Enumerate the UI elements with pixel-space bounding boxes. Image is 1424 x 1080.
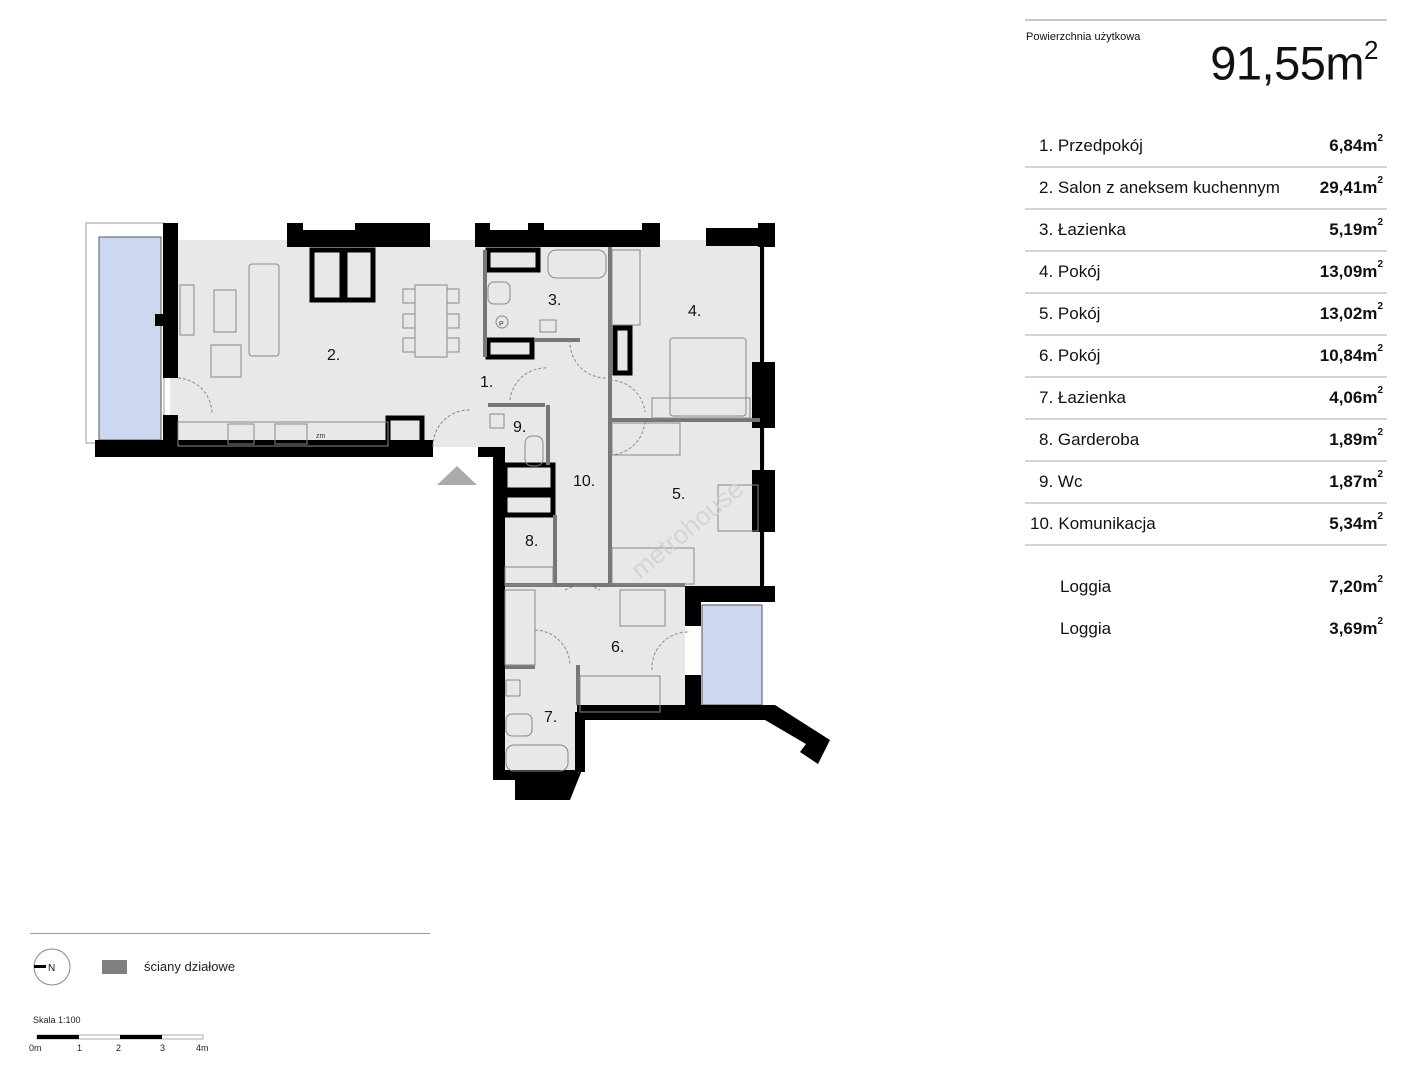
room-area: 4,06m2 [1329,385,1383,407]
total-value: 91,55m [1210,36,1365,90]
room-label-7: 7. [544,709,557,726]
room-name: 1. Przedpokój [1039,136,1143,155]
room-area: 6,84m2 [1329,133,1383,155]
room-area: 29,41m2 [1319,175,1383,197]
room-row: 3. Łazienka 5,19m2 [1025,210,1387,252]
room-row: 1. Przedpokój 6,84m2 [1025,126,1387,168]
entrance-arrow-icon [437,466,477,485]
loggia-right [701,604,763,706]
room-name: 4. Pokój [1039,262,1101,281]
bathroom-mark: P [499,321,504,328]
room-row: 7. Łazienka 4,06m2 [1025,378,1387,420]
room-name: 5. Pokój [1039,304,1101,323]
room-row: 10. Komunikacja 5,34m2 [1025,504,1387,546]
loggia-name: Loggia [1060,619,1112,638]
scale-tick-4: 4m [196,1043,209,1053]
room-name: 10. Komunikacja [1030,514,1156,533]
room-row: 4. Pokój 13,09m2 [1025,252,1387,294]
room-label-3: 3. [548,292,561,309]
room-label-9: 9. [513,419,526,436]
room-label-5: 5. [672,486,685,503]
compass-north-label: N [48,963,55,974]
loggia-area: 7,20m2 [1329,574,1383,596]
room-area: 5,19m2 [1329,217,1383,239]
room-name: 6. Pokój [1039,346,1101,365]
room-area: 13,02m2 [1319,301,1383,323]
room-label-10: 10. [573,473,595,490]
room-name: 3. Łazienka [1039,220,1126,239]
room-label-6: 6. [611,639,624,656]
room-row: 6. Pokój 10,84m2 [1025,336,1387,378]
room-area: 5,34m2 [1329,511,1383,533]
scale-tick-2: 2 [116,1043,121,1053]
scale-label: Skala 1:100 [33,1015,81,1025]
room-label-8: 8. [525,533,538,550]
scale-tick-1: 1 [77,1043,82,1053]
scale-tick-3: 3 [160,1043,165,1053]
room-area-list: 1. Przedpokój 6,84m2 2. Salon z aneksem k… [1025,126,1387,546]
total-exponent: 2 [1364,35,1378,65]
room-label-2: 2. [327,347,340,364]
loggia-left [98,236,162,441]
compass-needle [34,965,46,968]
door-swings [177,339,691,671]
loggia-row: Loggia 3,69m2 [1025,616,1387,639]
furniture [177,249,759,772]
loggia-name: Loggia [1060,577,1112,596]
room-row: 8. Garderoba 1,89m2 [1025,420,1387,462]
room-name: 8. Garderoba [1039,430,1140,449]
header-divider [1025,19,1387,21]
room-row: 2. Salon z aneksem kuchennym 29,41m2 [1025,168,1387,210]
room-row: 5. Pokój 13,02m2 [1025,294,1387,336]
rooms-floor [480,240,765,772]
room-area: 1,87m2 [1329,469,1383,491]
scale-bar [36,1034,204,1040]
partition-legend-label: ściany działowe [144,959,235,974]
usable-area-total: 91,55m2 [1210,24,1378,94]
room-name: 7. Łazienka [1039,388,1126,407]
room-area: 10,84m2 [1319,343,1383,365]
room-area: 1,89m2 [1329,427,1383,449]
room-area: 13,09m2 [1319,259,1383,281]
room-name: 2. Salon z aneksem kuchennym [1039,178,1280,197]
room-label-4: 4. [688,303,701,320]
kitchen-fridge-mark: zm [316,433,326,440]
room-name: 9. Wc [1039,472,1083,491]
room-2-floor [170,240,482,447]
loggia-area: 3,69m2 [1329,616,1383,638]
legend-divider [30,933,430,934]
room-row: 9. Wc 1,87m2 [1025,462,1387,504]
loggia-row: Loggia 7,20m2 [1025,574,1387,597]
partition-swatch [102,960,127,974]
scale-tick-0: 0m [29,1043,42,1053]
usable-area-label: Powierzchnia użytkowa [1026,31,1141,43]
room-label-1: 1. [480,374,493,391]
